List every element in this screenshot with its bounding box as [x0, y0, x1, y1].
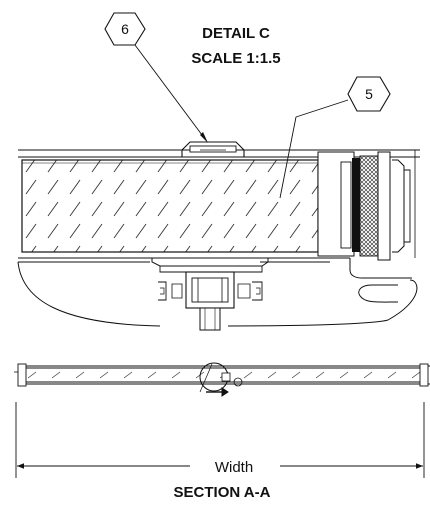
detail-title: DETAIL C — [202, 25, 270, 42]
section-title: SECTION A-A — [174, 484, 271, 501]
detail-c-view — [17, 141, 420, 331]
balloon-5-label: 5 — [365, 86, 373, 102]
width-dimension — [15, 402, 425, 478]
detail-scale: SCALE 1:1.5 — [191, 50, 280, 67]
section-a-a-view — [14, 362, 430, 397]
width-dimension-label: Width — [215, 459, 253, 476]
balloon-6: 6 — [104, 12, 208, 143]
balloon-6-label: 6 — [121, 21, 129, 37]
